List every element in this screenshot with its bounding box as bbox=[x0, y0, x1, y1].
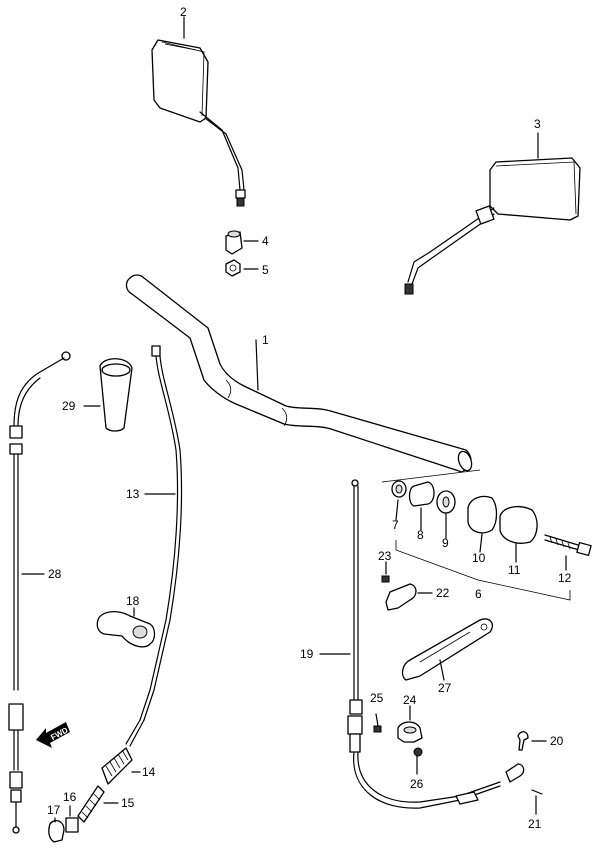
callout-24: 24 bbox=[403, 693, 417, 707]
callout-5: 5 bbox=[262, 263, 269, 277]
mirror-left bbox=[151, 16, 246, 207]
callout-23: 23 bbox=[378, 549, 392, 563]
callout-9: 9 bbox=[442, 536, 449, 550]
cable-19 bbox=[319, 479, 525, 809]
callout-22: 22 bbox=[436, 586, 450, 600]
callout-15: 15 bbox=[121, 796, 135, 810]
callout-19: 19 bbox=[300, 647, 314, 661]
callout-21: 21 bbox=[528, 817, 542, 831]
callout-29: 29 bbox=[62, 399, 76, 413]
forward-arrow-icon: FWD bbox=[36, 722, 70, 748]
springs-and-adjusters bbox=[48, 747, 141, 843]
cable-13 bbox=[125, 345, 183, 747]
bracket-22 bbox=[381, 561, 433, 611]
callout-1: 1 bbox=[262, 333, 269, 347]
callout-27: 27 bbox=[438, 681, 452, 695]
bracket-18 bbox=[96, 607, 156, 648]
callout-18: 18 bbox=[126, 594, 140, 608]
callout-labels: 1 2 3 4 5 6 7 8 9 10 11 12 13 14 15 16 1… bbox=[47, 5, 572, 831]
rubber-boot-29 bbox=[83, 358, 133, 432]
small-fasteners bbox=[373, 705, 547, 815]
handlebar bbox=[125, 274, 481, 483]
callout-4: 4 bbox=[262, 234, 269, 248]
callout-14: 14 bbox=[142, 765, 156, 779]
bracket-27 bbox=[401, 618, 494, 681]
callout-17: 17 bbox=[47, 803, 61, 817]
adapter-and-nut bbox=[225, 230, 259, 277]
callout-25: 25 bbox=[370, 691, 384, 705]
cable-28 bbox=[8, 351, 71, 834]
callout-16: 16 bbox=[63, 790, 77, 804]
callout-2: 2 bbox=[180, 5, 187, 19]
callout-3: 3 bbox=[534, 117, 541, 131]
callout-20: 20 bbox=[550, 734, 564, 748]
grip-and-balancer-parts bbox=[391, 480, 592, 601]
callout-13: 13 bbox=[126, 487, 140, 501]
callout-10: 10 bbox=[472, 551, 486, 565]
callout-28: 28 bbox=[48, 567, 62, 581]
callout-11: 11 bbox=[508, 563, 521, 577]
callout-26: 26 bbox=[410, 777, 424, 791]
callout-12: 12 bbox=[558, 571, 572, 585]
callout-7: 7 bbox=[392, 518, 399, 532]
mirror-right bbox=[404, 132, 581, 295]
callout-8: 8 bbox=[417, 528, 424, 542]
callout-6: 6 bbox=[475, 587, 482, 601]
